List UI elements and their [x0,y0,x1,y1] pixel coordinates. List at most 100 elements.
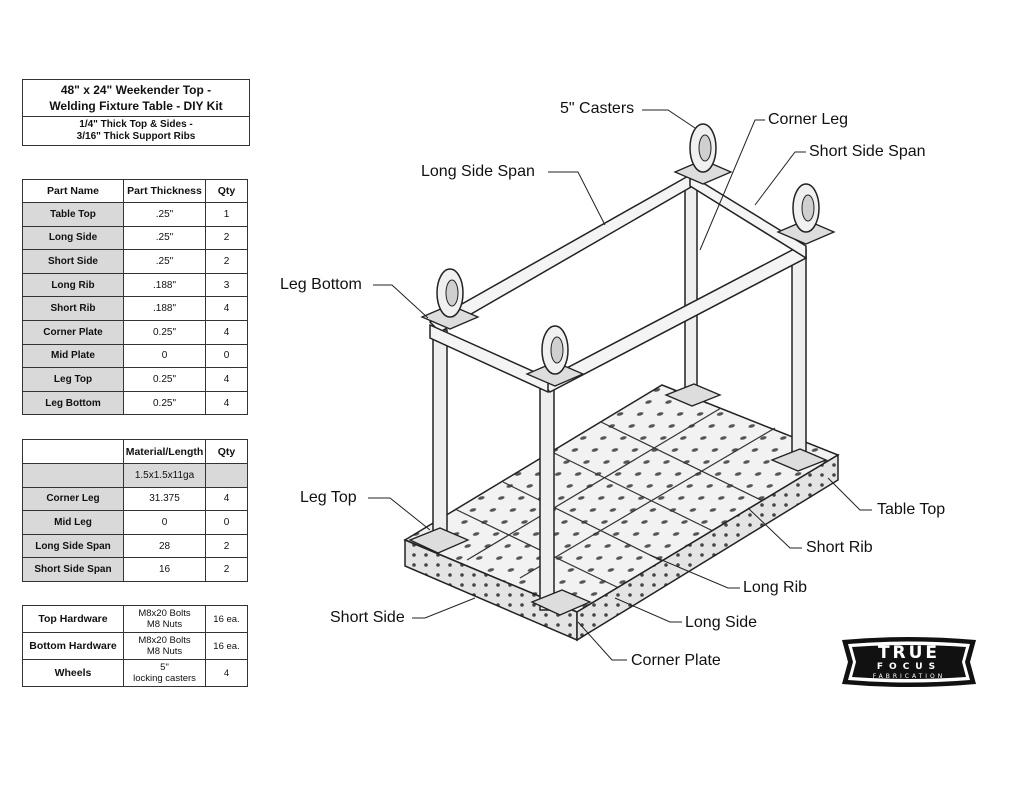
casters-callout: 5" Casters [560,100,635,117]
part-name: Table Top [22,202,124,227]
short-side-span [429,323,549,394]
table-top-leader [827,477,872,511]
part-thickness: 0 [123,343,206,369]
header-qty: Qty [205,439,248,464]
tube-length: 31.375 [123,486,206,512]
part-qty: 2 [205,249,248,274]
part-thickness: 0.25" [123,390,206,416]
long-rib-callout: Long Rib [743,579,808,596]
part-name: Long Rib [22,272,124,298]
caster [673,123,733,185]
short-side-span-leader [754,151,806,206]
part-thickness: .25" [123,202,206,227]
leg-top-plate [664,383,722,407]
short-rib-leader [747,507,802,549]
caster [420,268,480,330]
corner-leg [432,329,448,536]
kit-title-line2: Welding Fixture Table - DIY Kit [49,99,223,113]
kit-title-line1: 48" x 24" Weekender Top - [60,83,212,97]
material-blank-cell [205,463,248,488]
hardware-spec-line2: M8 Nuts [146,619,183,630]
casters [420,123,836,387]
kit-subtitle-line2: 3/16" Thick Support Ribs [76,131,196,142]
leg-top-plates [408,383,828,616]
title-box: 48" x 24" Weekender Top - Welding Fixtur… [22,79,250,146]
long-side-callout: Long Side [685,614,758,631]
table-row: Table Top.25"1 [22,202,248,227]
frame-spans [428,173,808,394]
leg-bottom-leader [373,284,429,319]
hardware-spec-line2: M8 Nuts [146,646,183,657]
part-qty: 4 [205,296,248,321]
part-qty: 4 [205,319,248,345]
tube-header-row: Material/Length Qty [22,439,248,464]
tube-qty: 2 [205,533,248,559]
part-qty: 3 [205,272,248,298]
part-qty: 4 [205,367,248,392]
parts-table: Part Name Part Thickness Qty Table Top.2… [22,179,248,416]
hardware-name: Bottom Hardware [22,632,124,660]
table-row: Wheels 5"locking casters 4 [22,659,248,687]
tube-qty: 4 [205,486,248,512]
part-name: Short Rib [22,296,124,321]
logo-line2: FOCUS [876,662,942,672]
tube-length: 16 [123,557,206,582]
tube-qty: 0 [205,510,248,535]
tube-length: 28 [123,533,206,559]
true-focus-logo: TRUE FOCUS FABRICATION [840,636,978,688]
caster [525,325,585,387]
corner-leg-leader [699,119,765,251]
part-qty: 1 [205,202,248,227]
leader-lines [368,109,872,661]
long-side-span [538,247,808,393]
hardware-spec-line1: M8x20 Bolts [138,635,191,646]
part-thickness: .188" [123,272,206,298]
corner-leg [791,249,807,463]
header-blank [22,439,124,464]
header-qty: Qty [205,179,248,203]
logo-line3: FABRICATION [872,673,946,680]
part-name: Corner Plate [22,319,124,345]
hardware-spec: 5"locking casters [123,659,206,687]
table-row: Short Rib.188"4 [22,296,248,321]
part-thickness: 0.25" [123,367,206,392]
table-top-callout: Table Top [877,501,946,518]
table-row: Short Side.25"2 [22,249,248,274]
tube-name: Short Side Span [22,557,124,582]
material-row: 1.5x1.5x11ga [22,463,248,488]
leg-top-plate [530,589,592,616]
part-name: Mid Plate [22,343,124,369]
leg-bottom-callout: Leg Bottom [280,276,362,293]
hardware-qty: 4 [205,659,248,687]
corner-leg-callout: Corner Leg [768,111,849,128]
short-rib-callout: Short Rib [806,539,873,556]
part-name: Leg Bottom [22,390,124,416]
short-side-span [689,173,807,260]
header-part-thickness: Part Thickness [123,179,206,203]
casters-leader [642,109,696,129]
corner-leg [539,384,555,611]
part-name: Leg Top [22,367,124,392]
short-side-plate [576,453,839,642]
header-part-name: Part Name [22,179,124,203]
short-side-callout: Short Side [330,609,405,626]
long-side-span-callout: Long Side Span [421,163,535,180]
tube-name: Corner Leg [22,486,124,512]
part-qty: 4 [205,390,248,416]
tube-qty: 2 [205,557,248,582]
long-rib-leader [649,554,740,589]
leg-top-callout: Leg Top [300,489,357,506]
material-spec: 1.5x1.5x11ga [123,463,206,488]
logo-badge [842,637,976,687]
corner-plate-leader [577,621,627,661]
